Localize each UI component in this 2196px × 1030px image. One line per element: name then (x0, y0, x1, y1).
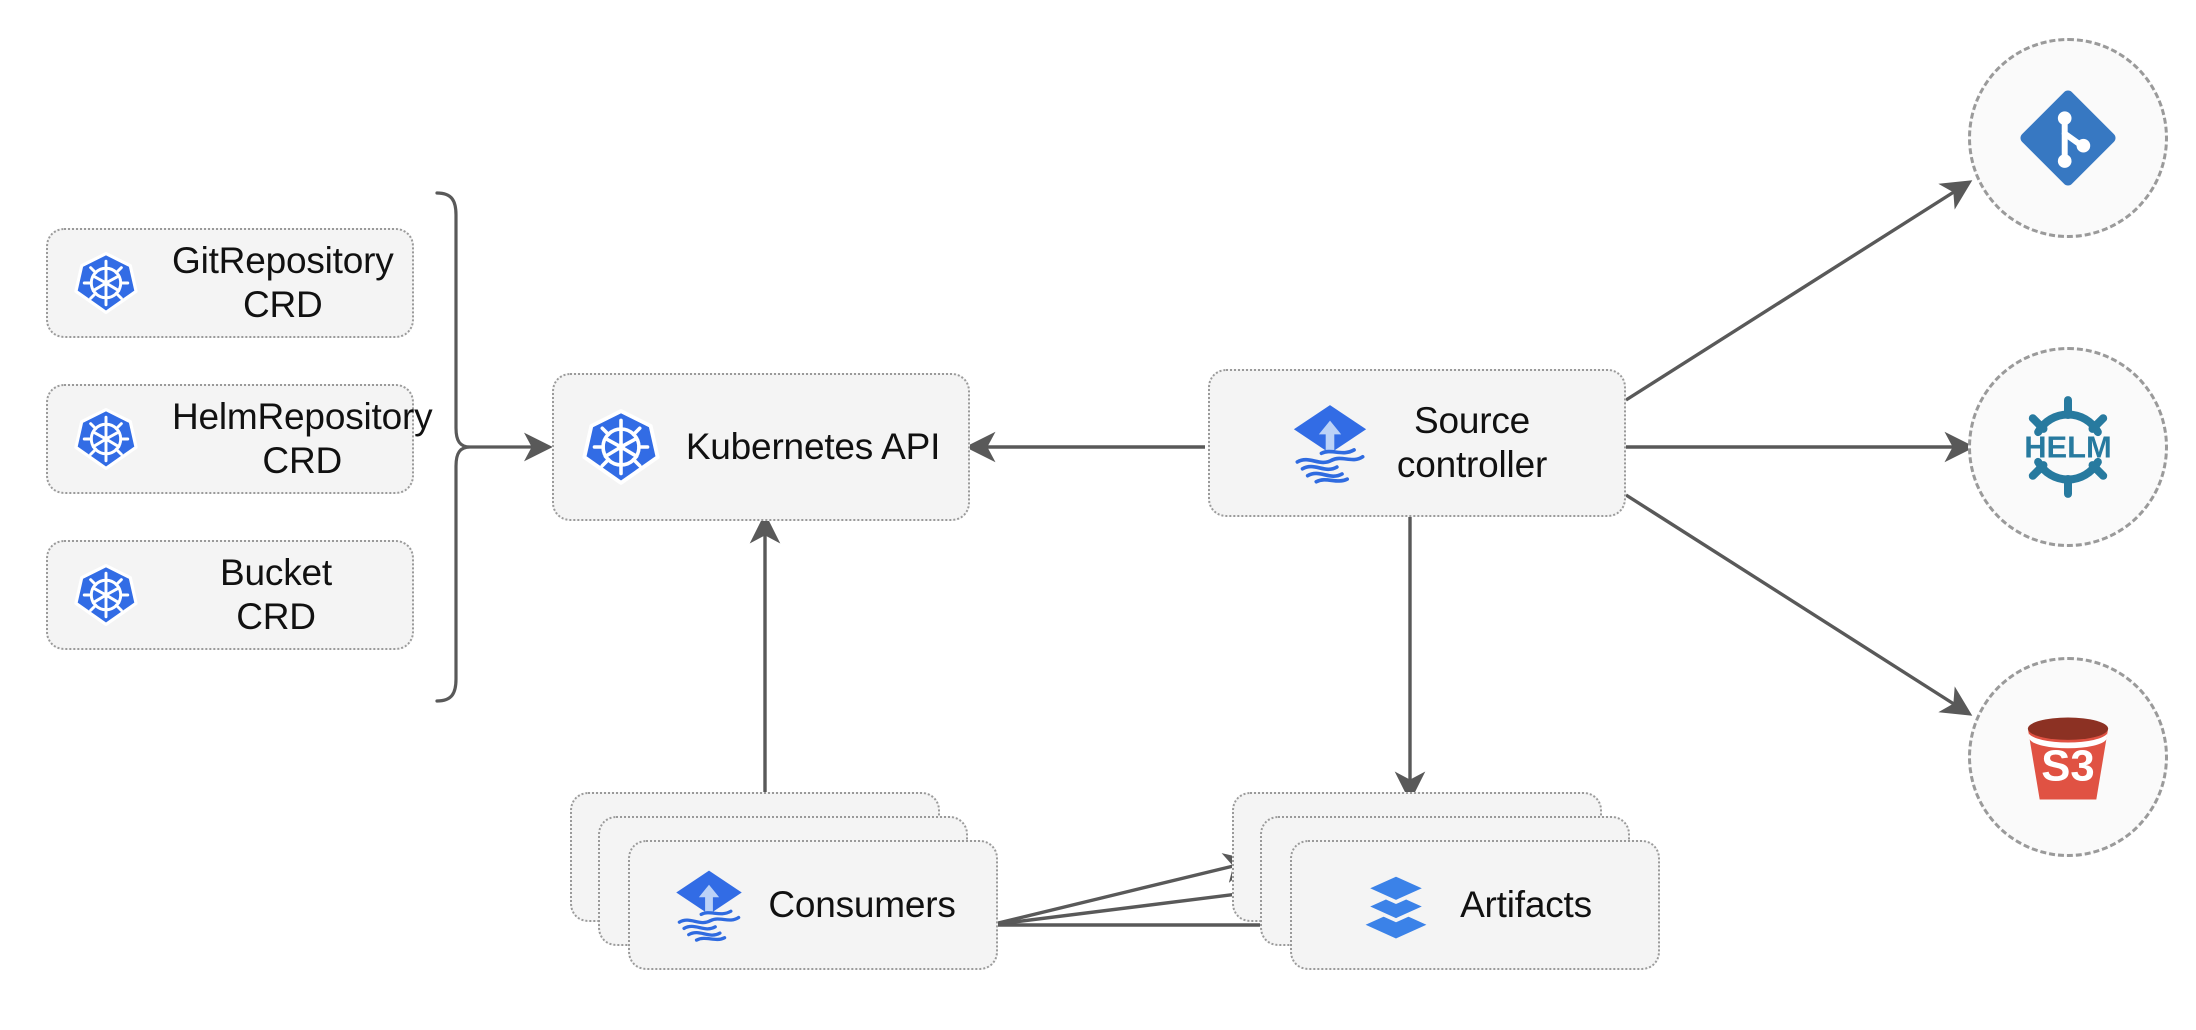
crd-label: GitRepository CRD (172, 240, 394, 325)
crd-label: HelmRepository CRD (172, 396, 433, 481)
node-gitrepository-crd[interactable]: GitRepository CRD (46, 228, 414, 338)
edge-source-controller-to-s3 (1625, 493, 1973, 716)
git-icon (2013, 83, 2123, 193)
node-artifacts[interactable]: Artifacts (1232, 792, 1672, 982)
node-helmrepository-crd[interactable]: HelmRepository CRD (46, 384, 433, 494)
kubernetes-icon (74, 407, 138, 471)
kubernetes-icon (74, 563, 138, 627)
node-source-controller[interactable]: Source controller (1208, 369, 1626, 517)
node-label: Consumers (768, 884, 956, 926)
node-git-source[interactable] (1968, 38, 2168, 238)
flux-icon (1287, 400, 1373, 486)
flux-icon (670, 866, 748, 944)
node-kubernetes-api[interactable]: Kubernetes API (552, 373, 970, 521)
node-label: Kubernetes API (685, 426, 941, 468)
kubernetes-icon (74, 251, 138, 315)
edge-consumers-to-artifacts-2 (989, 877, 1276, 927)
node-bucket-crd[interactable]: Bucket CRD (46, 540, 414, 650)
artifacts-card-front[interactable]: Artifacts (1290, 840, 1660, 970)
node-helm-source[interactable]: HELM (1968, 347, 2168, 547)
helm-icon: HELM (2004, 383, 2132, 511)
node-s3-source[interactable]: S3 (1968, 657, 2168, 857)
edge-consumers-to-artifacts-1 (989, 853, 1255, 927)
crd-label: Bucket CRD (220, 552, 332, 637)
helm-wordmark: HELM (2024, 430, 2112, 465)
node-label: Source controller (1396, 400, 1548, 485)
layers-icon (1358, 867, 1434, 943)
node-consumers[interactable]: Consumers (570, 792, 1010, 982)
consumers-card-front[interactable]: Consumers (628, 840, 998, 970)
kubernetes-icon (582, 408, 660, 486)
node-label: Artifacts (1460, 884, 1592, 926)
s3-wordmark: S3 (2041, 742, 2094, 791)
edge-source-controller-to-git (1625, 180, 1973, 402)
s3-bucket-icon: S3 (2009, 698, 2127, 816)
